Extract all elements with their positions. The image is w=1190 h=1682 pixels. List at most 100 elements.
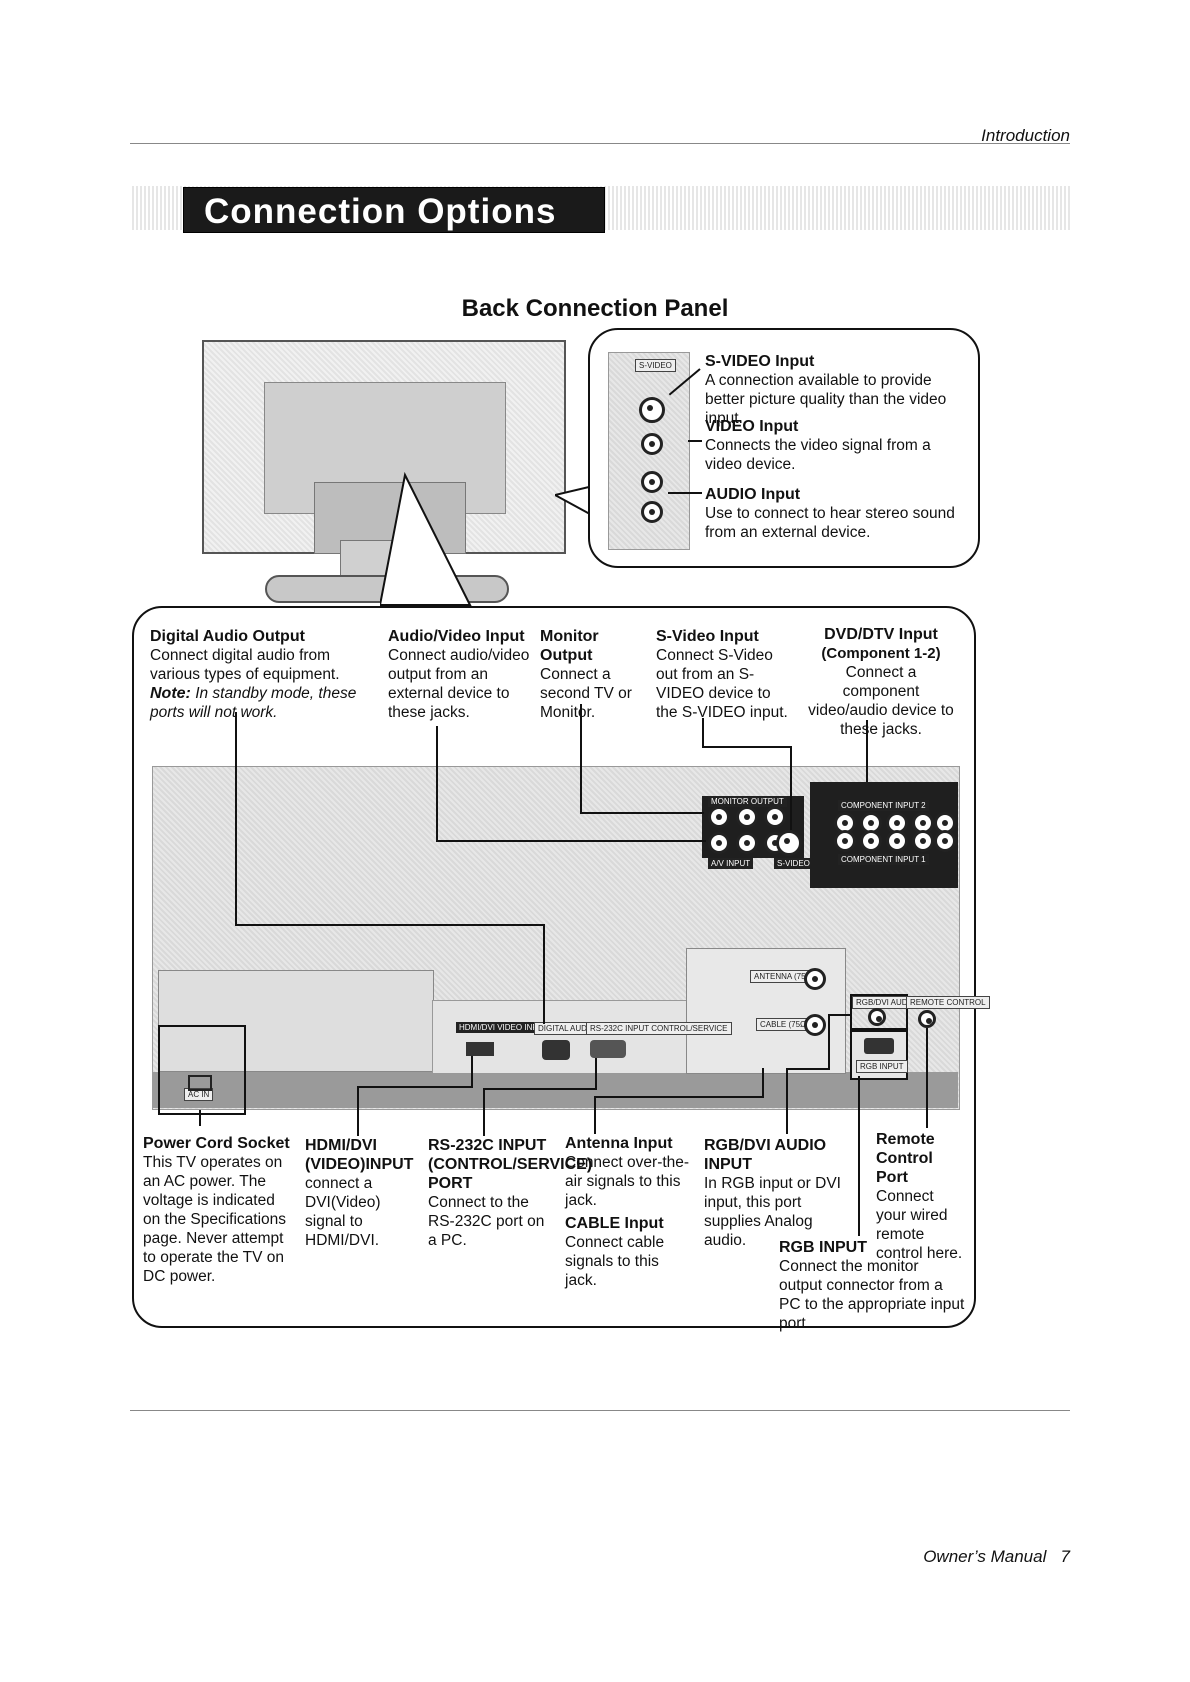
callout-hdmi: HDMI/DVI (VIDEO)INPUT connect a DVI(Vide… (305, 1137, 414, 1249)
callout-monitor: Monitor Output Connect a second TV or Mo… (540, 628, 632, 721)
callout-cable: CABLE Input Connect cable signals to thi… (565, 1215, 665, 1289)
leader-monitor-h (580, 812, 704, 814)
ac-in-box (158, 1025, 246, 1115)
cable-jack[interactable] (804, 1014, 826, 1036)
monitor-out-video-jack[interactable] (708, 806, 730, 828)
antenna-jack[interactable] (804, 968, 826, 990)
leader-dvd (866, 720, 868, 782)
leader-monitor (580, 704, 582, 814)
rear-svideo-jack[interactable] (776, 830, 802, 856)
leader-antenna-h (594, 1096, 764, 1098)
leader-audio (668, 492, 702, 494)
leader-rgb-audio (786, 1068, 788, 1134)
ac-socket[interactable] (188, 1075, 212, 1091)
leader-digital-audio-h (235, 924, 545, 926)
leader-rgb-audio-v2 (828, 1014, 830, 1070)
leader-svideo-v2 (790, 746, 792, 830)
callout-digital-audio: Digital Audio Output Connect digital aud… (150, 628, 357, 721)
callout-power: Power Cord Socket This TV operates on an… (143, 1135, 290, 1285)
leader-hdmi (357, 1086, 359, 1136)
callout-rs232: RS-232C INPUT (CONTROL/SERVICE) PORT Con… (428, 1137, 593, 1249)
side-svideo-label: S-VIDEO (635, 359, 676, 372)
header-rule (130, 143, 1070, 144)
rs232-port[interactable] (590, 1040, 626, 1058)
leader-av (436, 726, 438, 842)
side-callout-video: VIDEO Input Connects the video signal fr… (705, 418, 931, 473)
comp1-audio-l-jack[interactable] (912, 830, 934, 852)
comp1-pb-jack[interactable] (860, 830, 882, 852)
leader-av-h (436, 840, 706, 842)
component2-label: COMPONENT INPUT 2 (838, 800, 929, 811)
section-header: Introduction (981, 126, 1070, 145)
leader-rgb-input (858, 1076, 860, 1236)
side-audio-left-jack[interactable] (641, 471, 663, 493)
remote-label: REMOTE CONTROL (906, 996, 990, 1009)
page-number: 7 (1060, 1547, 1070, 1566)
banner-title: Connection Options (204, 192, 557, 231)
footer: Owner’s Manual 7 (923, 1547, 1070, 1567)
antenna-housing (686, 948, 846, 1074)
monitor-output-label: MONITOR OUTPUT (708, 796, 787, 807)
banner: Connection Options (183, 187, 605, 233)
callout-rgb-audio: RGB/DVI AUDIO INPUT In RGB input or DVI … (704, 1137, 841, 1249)
side-svideo-jack[interactable] (639, 397, 665, 423)
comp1-pr-jack[interactable] (886, 830, 908, 852)
av-input-label: A/V INPUT (708, 858, 754, 869)
rgb-input-label: RGB INPUT (856, 1060, 908, 1073)
comp1-audio-r-jack[interactable] (934, 830, 956, 852)
leader-rs232-v2 (595, 1058, 597, 1090)
ac-in-label: AC IN (184, 1088, 214, 1101)
tv-terminal-area (314, 482, 466, 554)
monitor-out-audio-r-jack[interactable] (764, 806, 786, 828)
leader-antenna-v2 (762, 1068, 764, 1098)
footer-rule (130, 1410, 1070, 1411)
side-video-jack[interactable] (641, 433, 663, 455)
rgb-input-port[interactable] (864, 1038, 894, 1054)
leader-hdmi-v2 (471, 1056, 473, 1088)
component-block: COMPONENT INPUT 2 COMPONENT INPUT 1 (810, 782, 958, 888)
footer-manual: Owner’s Manual (923, 1547, 1047, 1566)
comp1-y-jack[interactable] (834, 830, 856, 852)
leader-hdmi-h (357, 1086, 473, 1088)
antenna-label: ANTENNA (75Ω) (750, 970, 819, 983)
side-callout-svideo: S-VIDEO Input A connection available to … (705, 353, 947, 427)
leader-rs232-h (483, 1088, 597, 1090)
tv-back-illustration (202, 340, 566, 554)
hdmi-port[interactable] (466, 1042, 494, 1056)
leader-power (199, 1110, 201, 1126)
callout-audio-video: Audio/Video Input Connect audio/video ou… (388, 628, 530, 721)
power-housing (158, 970, 434, 1072)
side-audio-right-jack[interactable] (641, 501, 663, 523)
rear-svideo-label: S-VIDEO (774, 858, 813, 869)
leader-digital-audio (235, 712, 237, 926)
leader-digital-audio-v2 (543, 924, 545, 1024)
av-in-video-jack[interactable] (708, 832, 730, 854)
callout-svideo: S-Video Input Connect S-Video out from a… (656, 628, 788, 721)
leader-rgb-audio-h2 (828, 1014, 852, 1016)
callout-rgb-input: RGB INPUT Connect the monitor output con… (779, 1239, 965, 1332)
rgb-audio-jack[interactable] (868, 1008, 886, 1026)
rs232-label: RS-232C INPUT CONTROL/SERVICE (586, 1022, 732, 1035)
hdmi-label: HDMI/DVI VIDEO INPUT (456, 1022, 552, 1033)
optical-port[interactable] (542, 1040, 570, 1060)
terminal-housing (432, 1000, 688, 1074)
leader-video (688, 440, 702, 442)
callout-dvd-dtv: DVD/DTV Input (Component 1-2) Connect a … (808, 626, 954, 738)
rgb-audio-box (850, 994, 908, 1030)
remote-jack[interactable] (918, 1010, 936, 1028)
leader-rgb-audio-h (786, 1068, 830, 1070)
monitor-out-audio-l-jack[interactable] (736, 806, 758, 828)
callout-antenna: Antenna Input Connect over-the-air signa… (565, 1135, 690, 1209)
av-in-audio-l-jack[interactable] (736, 832, 758, 854)
leader-svideo (702, 718, 704, 748)
side-input-panel: S-VIDEO (608, 352, 690, 550)
page-title: Back Connection Panel (461, 295, 729, 322)
callout-remote: Remote Control Port Connect your wired r… (876, 1131, 963, 1262)
leader-rs232 (483, 1088, 485, 1136)
leader-antenna (594, 1096, 596, 1134)
rgb-input-box: RGB INPUT (850, 1030, 908, 1080)
component1-label: COMPONENT INPUT 1 (838, 854, 929, 865)
back-panel-bottom-strip (152, 1072, 958, 1108)
side-callout-audio: AUDIO Input Use to connect to hear stere… (705, 486, 955, 541)
zoom-pointer-bottom (380, 471, 472, 606)
